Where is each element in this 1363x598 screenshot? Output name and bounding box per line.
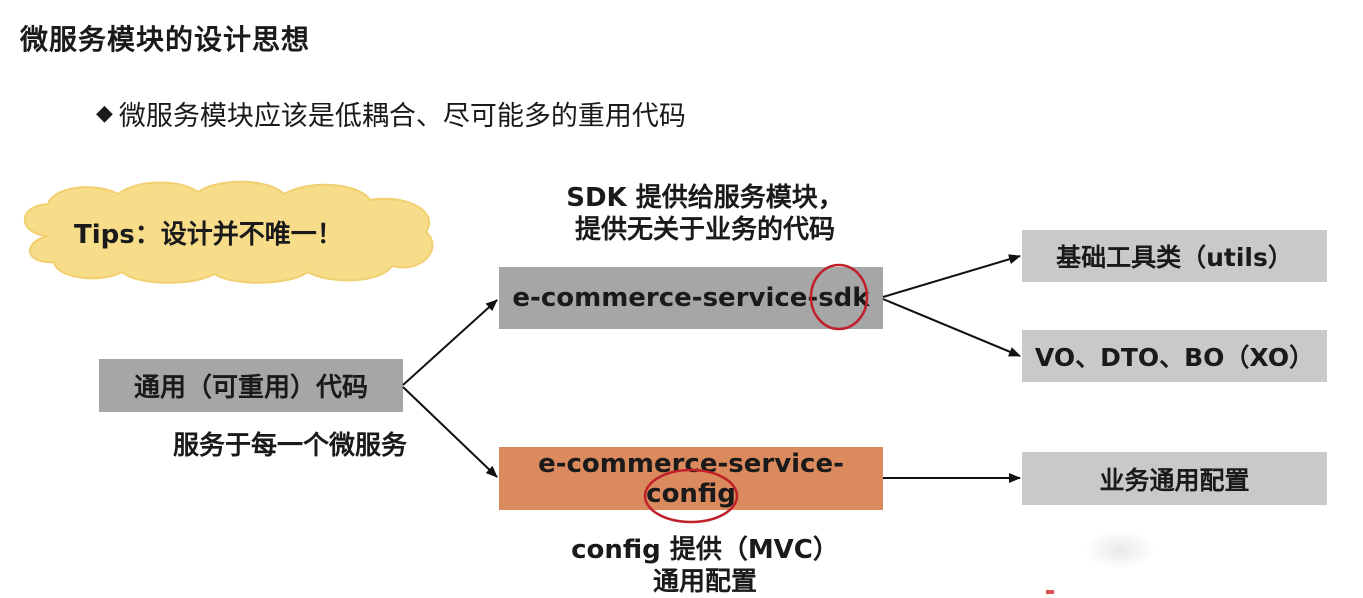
bullet-text: 微服务模块应该是低耦合、尽可能多的重用代码: [118, 101, 686, 132]
common-code-box: 通用（可重用）代码: [99, 359, 403, 412]
config-box-line-2: config: [646, 478, 736, 509]
arrow-sdk-to-vo: [882, 298, 1021, 357]
sdk-box: e-commerce-service-sdk: [499, 267, 883, 329]
config-caption: config 提供（MVC） 通用配置: [550, 534, 860, 598]
config-caption-line-2: 通用配置: [652, 567, 757, 597]
sdk-caption-line-1: SDK 提供给服务模块，: [566, 183, 844, 213]
common-code-caption: 服务于每一个微服务: [172, 431, 407, 461]
config-box: e-commerce-service- config: [499, 447, 883, 510]
decorative-red-mark: [1046, 590, 1054, 594]
biz-config-box: 业务通用配置: [1022, 452, 1327, 505]
utils-box: 基础工具类（utils）: [1022, 230, 1327, 282]
config-caption-line-1: config 提供（MVC）: [571, 535, 839, 565]
bullet-point: ◆ 微服务模块应该是低耦合、尽可能多的重用代码: [96, 94, 686, 133]
arrow-common-to-sdk: [402, 299, 498, 386]
decorative-glow: [1085, 530, 1155, 570]
arrow-sdk-to-utils: [882, 254, 1021, 298]
vo-dto-bo-box: VO、DTO、BO（XO）: [1022, 330, 1327, 382]
config-box-line-1: e-commerce-service-: [538, 448, 844, 479]
sdk-caption-line-2: 提供无关于业务的代码: [574, 215, 835, 245]
tips-cloud-shape: [23, 180, 434, 284]
sdk-caption: SDK 提供给服务模块， 提供无关于业务的代码: [545, 182, 865, 246]
tips-text: Tips：设计并不唯一！: [74, 220, 343, 250]
page-title: 微服务模块的设计思想: [20, 23, 311, 56]
diamond-bullet-icon: ◆: [96, 100, 113, 126]
